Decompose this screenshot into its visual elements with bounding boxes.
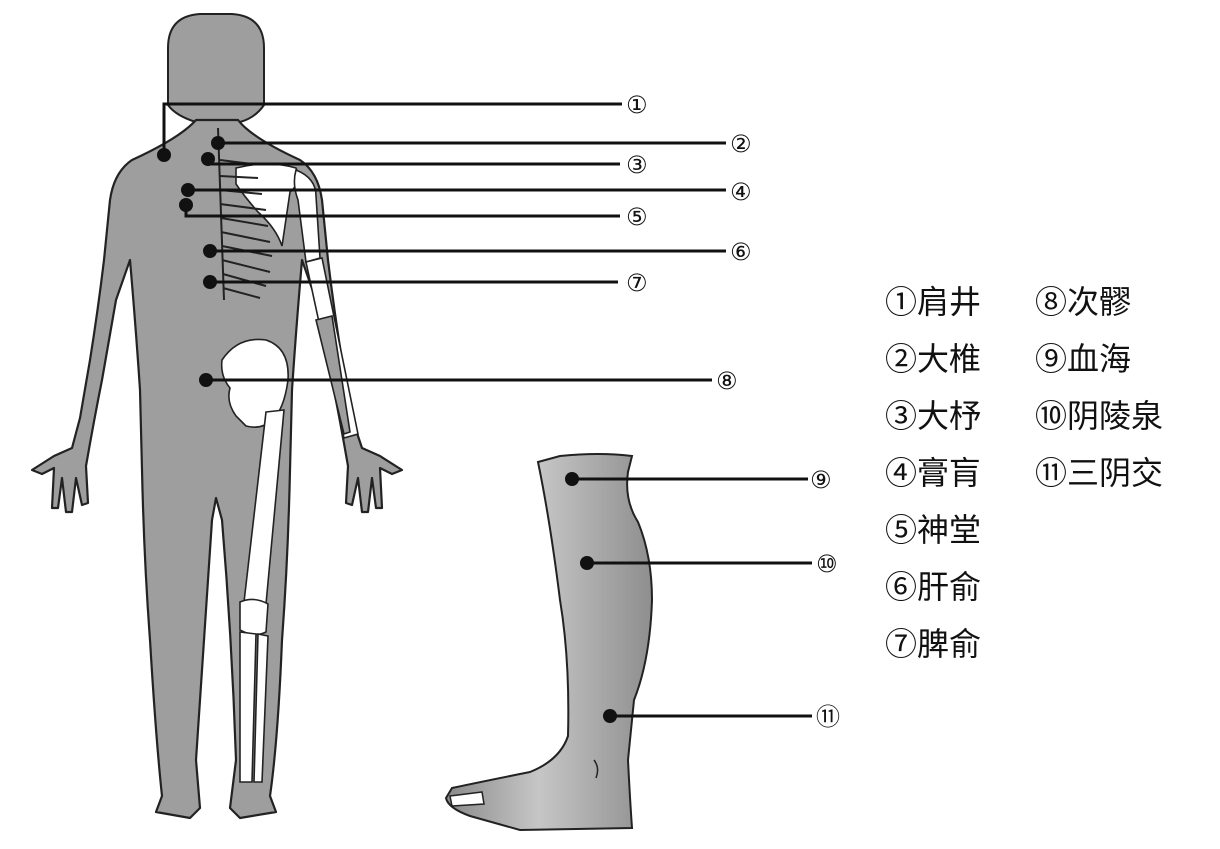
leg-silhouette xyxy=(444,453,654,832)
legend-item-ganshu: ⑥肝俞 xyxy=(885,568,982,606)
point-dot-4 xyxy=(181,183,195,197)
marker-5: ⑤ xyxy=(626,203,648,231)
point-dot-8 xyxy=(199,373,213,387)
legend-column-1: ①肩井 ②大椎 ③大杼 ④膏肓 ⑤神堂 ⑥肝俞 ⑦脾俞 xyxy=(885,282,981,681)
marker-9: ⑨ xyxy=(810,466,832,494)
legend-item-pishu: ⑦脾俞 xyxy=(885,625,982,663)
point-dot-11 xyxy=(603,709,617,723)
legend-item-shentang: ⑤神堂 xyxy=(885,511,982,549)
marker-1: ① xyxy=(626,91,648,119)
lower-leg-figure xyxy=(444,453,654,832)
marker-10: ⑩ xyxy=(816,550,838,578)
legend-item-ciliao: ⑧次髎 xyxy=(1035,283,1132,321)
legend-item-yinlingquan: ⑩阴陵泉 xyxy=(1035,397,1164,435)
legend-item-jianjing: ①肩井 xyxy=(885,283,982,321)
legend-item-xuehai: ⑨血海 xyxy=(1035,340,1132,378)
point-dot-3 xyxy=(201,152,215,166)
skeleton-half xyxy=(220,163,359,783)
point-dot-7 xyxy=(203,275,217,289)
legend-item-gaohuang: ④膏肓 xyxy=(885,454,982,492)
legend-column-2: ⑧次髎 ⑨血海 ⑩阴陵泉 ⑪三阴交 xyxy=(1035,282,1163,510)
toe-nail xyxy=(449,791,485,807)
point-dot-5 xyxy=(179,198,193,212)
point-markers: ① ② ③ ④ ⑤ ⑥ ⑦ ⑧ ⑨ ⑩ ⑪ xyxy=(626,91,840,731)
point-dot-1 xyxy=(157,148,171,162)
body-back-figure xyxy=(30,13,404,820)
leader-lines xyxy=(162,102,812,718)
head-shape xyxy=(167,13,265,123)
acupoint-dots xyxy=(157,136,617,723)
point-dot-9 xyxy=(565,472,579,486)
marker-8: ⑧ xyxy=(716,367,738,395)
point-dot-6 xyxy=(203,244,217,258)
point-dot-2 xyxy=(211,136,225,150)
legend-item-dazhui: ②大椎 xyxy=(885,340,982,378)
legend-item-sanyinjiao: ⑪三阴交 xyxy=(1035,454,1164,492)
body-silhouette xyxy=(30,118,404,820)
point-dot-10 xyxy=(580,556,594,570)
marker-4: ④ xyxy=(730,178,752,206)
marker-6: ⑥ xyxy=(730,238,752,266)
marker-11: ⑪ xyxy=(816,703,840,731)
marker-7: ⑦ xyxy=(626,269,648,297)
marker-3: ③ xyxy=(626,151,648,179)
marker-2: ② xyxy=(730,130,752,158)
legend-item-dazhu: ③大杼 xyxy=(885,397,982,435)
